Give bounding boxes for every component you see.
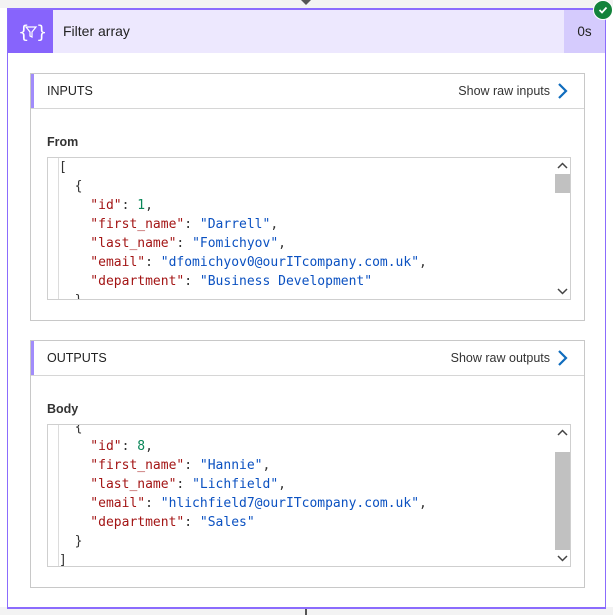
- connector-arrow-icon: [301, 0, 311, 5]
- outputs-section: OUTPUTS Show raw outputs Body { "id": 8,…: [30, 340, 585, 588]
- chevron-right-icon[interactable]: [556, 349, 568, 367]
- code-line: "first_name": "Hannie",: [59, 456, 427, 475]
- code-token: "id": [59, 198, 122, 213]
- code-token: ,: [262, 458, 271, 473]
- code-line: "email": "hlichfield7@ourITcompany.com.u…: [59, 494, 427, 513]
- code-token: ,: [278, 477, 286, 492]
- code-token: 8: [137, 439, 146, 454]
- code-token: :: [184, 274, 200, 289]
- code-token: "department": [59, 274, 185, 289]
- action-title: Filter array: [63, 23, 130, 39]
- code-token: "Fomichyov": [192, 236, 279, 251]
- code-token: :: [184, 515, 200, 530]
- code-token: "Hannie": [199, 458, 263, 473]
- code-token: "Lichfield": [192, 477, 279, 492]
- code-line: "last_name": "Fomichyov",: [59, 234, 427, 253]
- code-line: "id": 8,: [59, 437, 427, 456]
- svg-text:{: {: [18, 22, 29, 43]
- chevron-up-icon[interactable]: [557, 428, 568, 438]
- code-token: ,: [270, 217, 279, 232]
- code-token: ,: [419, 496, 427, 511]
- code-line: }: [59, 532, 427, 551]
- code-token: "id": [59, 439, 122, 454]
- scrollbar[interactable]: [555, 158, 570, 299]
- code-token: "first_name": [59, 458, 185, 473]
- code-token: {: [59, 179, 83, 194]
- code-token: [: [59, 160, 67, 175]
- filter-braces-icon: {}: [8, 10, 53, 53]
- chevron-down-icon[interactable]: [557, 286, 568, 296]
- show-raw-outputs-link[interactable]: Show raw outputs: [450, 351, 550, 365]
- code-line: {: [59, 424, 427, 437]
- from-label: From: [47, 135, 79, 149]
- code-token: "Business Development": [199, 274, 373, 289]
- chevron-down-icon[interactable]: [557, 553, 568, 563]
- code-token: "last_name": [59, 477, 177, 492]
- code-token: "email": [59, 496, 146, 511]
- code-token: ,: [419, 255, 427, 270]
- code-token: 1: [137, 198, 146, 213]
- code-token: "hlichfield7@ourITcompany.com.uk": [160, 496, 420, 511]
- action-header[interactable]: {} Filter array 0s: [8, 10, 605, 53]
- body-label: Body: [47, 402, 79, 416]
- body-code-viewer[interactable]: { "id": 8, "first_name": "Hannie", "last…: [47, 424, 571, 567]
- code-lines: [ { "id": 1, "first_name": "Darrell", "l…: [59, 158, 427, 299]
- success-check-icon: [593, 0, 613, 20]
- inputs-section: INPUTS Show raw inputs From [ { "id": 1,…: [30, 73, 585, 321]
- code-line: ]: [59, 551, 427, 567]
- section-accent-bar: [31, 341, 34, 375]
- code-token: :: [121, 198, 138, 213]
- inputs-title: INPUTS: [47, 84, 93, 98]
- code-token: "Sales": [199, 515, 255, 530]
- code-token: ]: [59, 553, 67, 567]
- show-raw-inputs-link[interactable]: Show raw inputs: [458, 84, 550, 98]
- code-token: "last_name": [59, 236, 177, 251]
- code-token: :: [176, 236, 193, 251]
- code-lines: { "id": 8, "first_name": "Hannie", "last…: [59, 424, 427, 567]
- code-token: ,: [145, 439, 153, 454]
- code-gutter: [48, 158, 59, 299]
- code-token: :: [145, 255, 161, 270]
- from-code-viewer[interactable]: [ { "id": 1, "first_name": "Darrell", "l…: [47, 157, 571, 300]
- connector-line: [305, 606, 307, 615]
- code-line: "department": "Sales": [59, 513, 427, 532]
- code-token: "department": [59, 515, 185, 530]
- code-token: :: [121, 439, 138, 454]
- scrollbar-thumb[interactable]: [555, 452, 570, 550]
- scrollbar-thumb[interactable]: [555, 174, 570, 193]
- code-line: "email": "dfomichyov0@ourITcompany.com.u…: [59, 253, 427, 272]
- filter-array-action-card: {} Filter array 0s INPUTS Show raw input…: [7, 8, 606, 609]
- section-accent-bar: [31, 74, 34, 108]
- code-token: :: [176, 477, 193, 492]
- code-line: "id": 1,: [59, 196, 427, 215]
- outputs-header: OUTPUTS Show raw outputs: [31, 341, 584, 376]
- code-token: "dfomichyov0@ourITcompany.com.uk": [160, 255, 420, 270]
- scrollbar[interactable]: [555, 425, 570, 566]
- chevron-up-icon[interactable]: [557, 161, 568, 171]
- code-line: "last_name": "Lichfield",: [59, 475, 427, 494]
- code-token: ,: [145, 198, 153, 213]
- inputs-header: INPUTS Show raw inputs: [31, 74, 584, 109]
- code-token: :: [145, 496, 161, 511]
- code-line: [: [59, 158, 427, 177]
- code-line: },: [59, 291, 427, 299]
- code-gutter: [48, 425, 59, 566]
- chevron-right-icon[interactable]: [556, 82, 568, 100]
- code-token: "Darrell": [199, 217, 271, 232]
- code-line: "first_name": "Darrell",: [59, 215, 427, 234]
- code-token: {: [59, 424, 83, 435]
- code-line: "department": "Business Development": [59, 272, 427, 291]
- code-token: },: [59, 293, 91, 299]
- code-token: }: [59, 534, 83, 549]
- svg-text:}: }: [36, 22, 45, 43]
- code-token: ,: [278, 236, 286, 251]
- code-token: "email": [59, 255, 146, 270]
- code-token: "first_name": [59, 217, 185, 232]
- code-token: :: [184, 217, 200, 232]
- outputs-title: OUTPUTS: [47, 351, 107, 365]
- code-token: :: [184, 458, 200, 473]
- code-line: {: [59, 177, 427, 196]
